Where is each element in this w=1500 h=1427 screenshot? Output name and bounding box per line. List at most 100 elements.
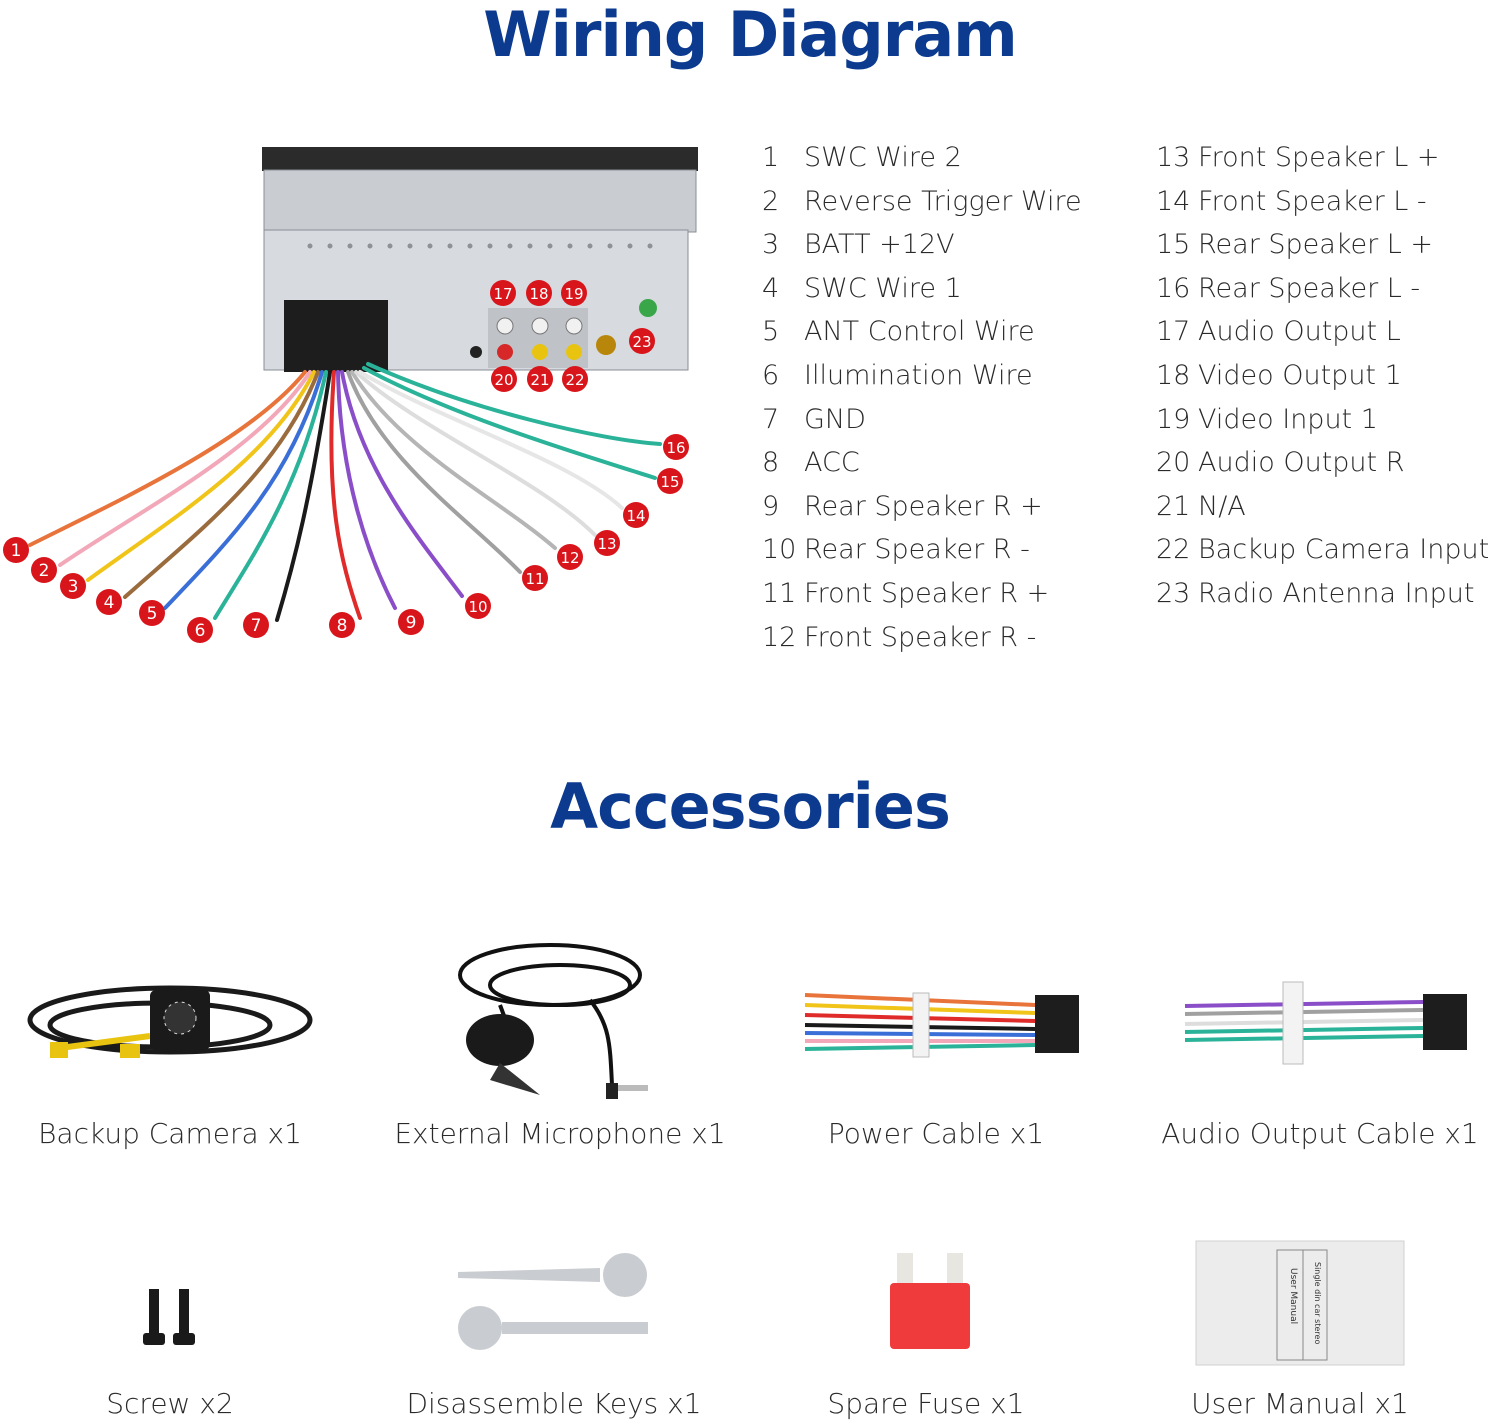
marker-number: 18: [529, 285, 548, 303]
wire-list-item: 6 Illumination Wire: [762, 354, 1082, 398]
marker-number: 13: [597, 535, 616, 553]
marker-number: 21: [530, 371, 549, 389]
marker-number: 22: [565, 371, 584, 389]
wire-label: BATT +12V: [804, 229, 955, 261]
wire-number: 17: [1156, 316, 1191, 348]
marker-badge: [657, 468, 683, 494]
wire-label: Front Speaker L +: [1198, 142, 1440, 173]
marker-badge: [527, 366, 553, 392]
wire-label: SWC Wire 1: [804, 272, 962, 304]
marker-badge: [629, 328, 655, 354]
wire-marker-17: 17: [490, 280, 516, 306]
backup-camera-image: [27, 985, 313, 1058]
wire-label: Rear Speaker L -: [1198, 272, 1421, 304]
head-unit: [262, 147, 698, 372]
marker-badge: [465, 593, 491, 619]
wire-marker-19: 19: [561, 280, 587, 306]
wire-bundle: [28, 362, 662, 622]
marker-badge: [557, 544, 583, 570]
wire-label: Video Input 1: [1198, 403, 1378, 435]
wire-label: Rear Speaker L +: [1198, 229, 1434, 261]
manual-cover-subtitle: Single din car stereo: [1313, 1262, 1322, 1344]
wire-marker-6: 6: [187, 617, 213, 643]
wire-label: GND: [804, 403, 866, 435]
screw-image: [143, 1289, 195, 1345]
wire-marker-22: 22: [562, 366, 588, 392]
marker-badge: [243, 612, 269, 638]
wire-label: Audio Output L: [1198, 316, 1401, 348]
wire-number: 10: [762, 534, 797, 566]
marker-number: 3: [68, 577, 79, 597]
external-microphone-image: [458, 943, 648, 1099]
wire-label: SWC Wire 2: [804, 142, 962, 173]
wire-number: 22: [1156, 534, 1191, 566]
wire-marker-1: 1: [3, 537, 29, 563]
marker-number: 1: [11, 541, 22, 561]
spare-fuse-image: [890, 1253, 970, 1349]
wire-label: Front Speaker R -: [804, 621, 1037, 653]
wire-number: 7: [762, 403, 780, 435]
wire-marker-2: 2: [31, 557, 57, 583]
wire-number: 2: [762, 185, 780, 217]
marker-badge: [594, 530, 620, 556]
wire-number: 9: [762, 490, 780, 522]
wire-label: Radio Antenna Input: [1198, 577, 1475, 609]
wire-number: 4: [762, 272, 780, 304]
wire-marker-10: 10: [465, 593, 491, 619]
user-manual-image: User Manual Single din car stereo: [1195, 1240, 1405, 1366]
wire-number: 19: [1156, 403, 1191, 435]
wire-marker-11: 11: [522, 565, 548, 591]
wire-label: N/A: [1198, 490, 1246, 522]
marker-badge: [139, 600, 165, 626]
wire-number: 6: [762, 359, 780, 391]
wire-label: ANT Control Wire: [804, 316, 1035, 348]
wire-label: Audio Output R: [1198, 447, 1405, 479]
marker-badge: [562, 366, 588, 392]
marker-number: 15: [660, 473, 679, 491]
wire-marker-13: 13: [594, 530, 620, 556]
wire-marker-21: 21: [527, 366, 553, 392]
wire-number: 18: [1156, 359, 1191, 391]
wire-number: 13: [1156, 142, 1191, 173]
wire-label: Video Output 1: [1198, 359, 1402, 391]
wire-list-item: 4 SWC Wire 1: [762, 267, 1082, 311]
wire-label: Front Speaker R +: [804, 577, 1050, 609]
wire-label: Backup Camera Input: [1198, 534, 1490, 566]
marker-badge: [526, 280, 552, 306]
wire-marker-5: 5: [139, 600, 165, 626]
accessory-label: Power Cable x1: [827, 1117, 1045, 1150]
marker-number: 12: [560, 549, 579, 567]
wire-list-item: 7 GND: [762, 398, 1082, 442]
wire-number: 12: [762, 621, 797, 653]
marker-badge: [31, 557, 57, 583]
wire-label: Illumination Wire: [804, 359, 1033, 391]
accessory-label: Spare Fuse x1: [827, 1387, 1025, 1420]
wire-number: 16: [1156, 272, 1191, 304]
accessory-label: Disassemble Keys x1: [406, 1387, 702, 1420]
marker-badge: [398, 609, 424, 635]
wire-list-item: 5 ANT Control Wire: [762, 310, 1082, 354]
wire-marker-9: 9: [398, 609, 424, 635]
marker-number: 10: [468, 598, 487, 616]
wire-number: 11: [762, 577, 797, 609]
accessory-label: User Manual x1: [1191, 1387, 1409, 1420]
marker-number: 11: [525, 570, 544, 588]
marker-badge: [663, 434, 689, 460]
marker-number: 6: [195, 621, 206, 641]
wire-number: 5: [762, 316, 780, 348]
wire-marker-3: 3: [60, 573, 86, 599]
marker-number: 9: [406, 613, 417, 633]
wire-marker-23: 23: [629, 328, 655, 354]
wire-number: 23: [1156, 577, 1191, 609]
audio-output-cable-image: [1184, 981, 1467, 1065]
accessory-label: Audio Output Cable x1: [1161, 1117, 1479, 1150]
